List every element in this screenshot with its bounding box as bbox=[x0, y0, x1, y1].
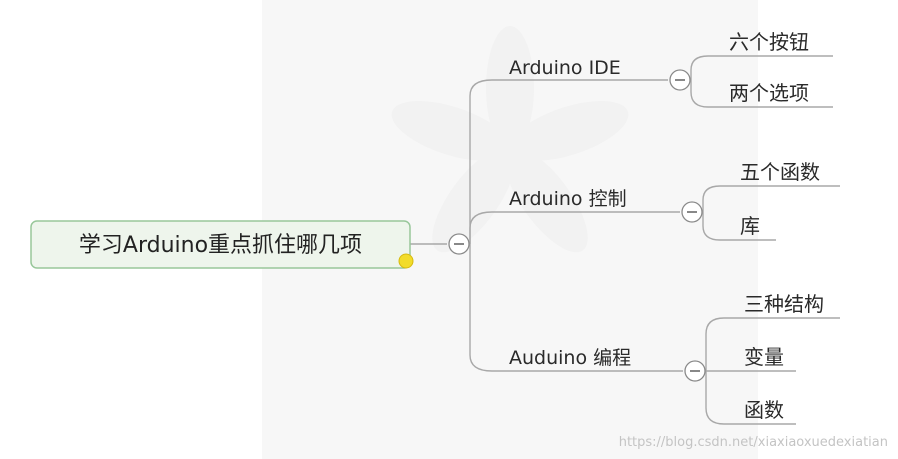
collapse-toggle-root[interactable] bbox=[449, 234, 469, 254]
leaf-label[interactable]: 函数 bbox=[744, 398, 784, 422]
cursor-highlight-icon bbox=[399, 254, 413, 268]
leaf-label[interactable]: 五个函数 bbox=[740, 160, 820, 184]
leaf-label[interactable]: 变量 bbox=[744, 345, 784, 369]
collapse-toggle-branch-3[interactable] bbox=[685, 361, 705, 381]
branch-label-arduino-ide[interactable]: Arduino IDE bbox=[509, 57, 621, 79]
branch-label-auduino-programming[interactable]: Auduino 编程 bbox=[509, 347, 631, 369]
root-label: 学习Arduino重点抓住哪几项 bbox=[79, 233, 362, 258]
collapse-toggle-branch-1[interactable] bbox=[670, 70, 690, 90]
collapse-toggle-branch-2[interactable] bbox=[682, 202, 702, 222]
branch-label-arduino-control[interactable]: Arduino 控制 bbox=[509, 188, 627, 210]
leaf-label[interactable]: 三种结构 bbox=[744, 292, 824, 316]
leaf-label[interactable]: 两个选项 bbox=[729, 81, 809, 105]
root-node[interactable]: 学习Arduino重点抓住哪几项 bbox=[31, 221, 410, 268]
leaf-label[interactable]: 库 bbox=[740, 214, 760, 238]
watermark: https://blog.csdn.net/xiaxiaoxuedexiatia… bbox=[619, 435, 888, 450]
leaf-label[interactable]: 六个按钮 bbox=[729, 30, 809, 54]
